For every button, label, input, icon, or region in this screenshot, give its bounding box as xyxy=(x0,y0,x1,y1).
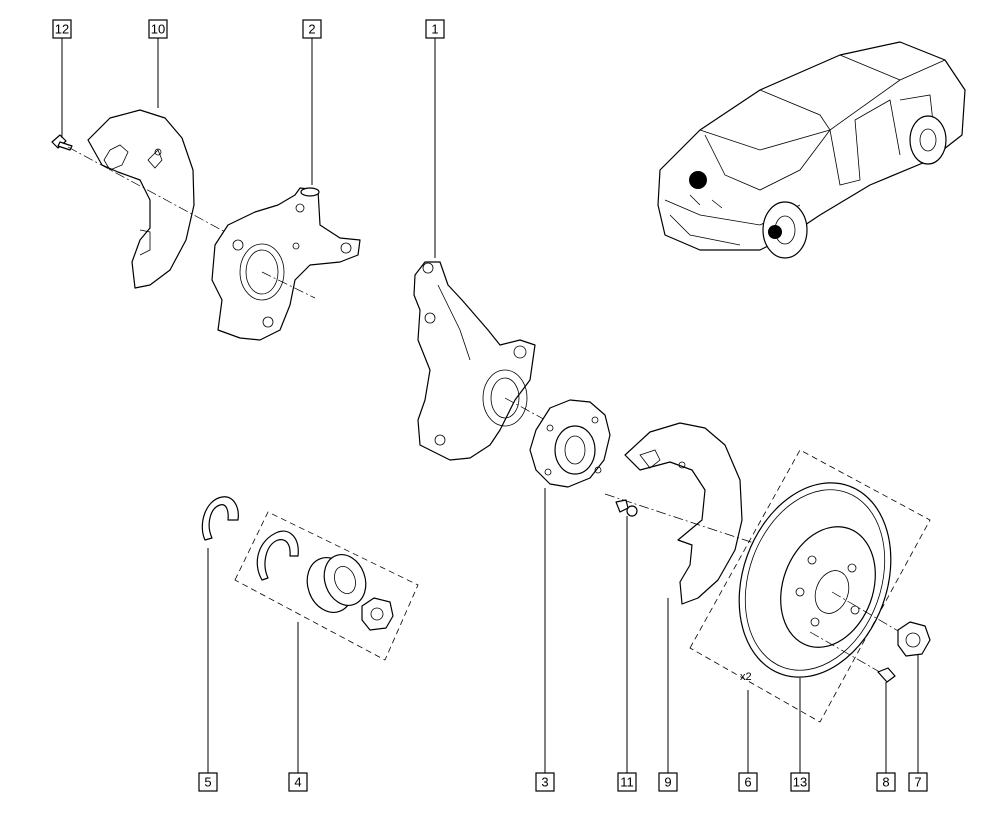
callout-10: 10 xyxy=(148,19,168,39)
svg-text:2: 2 xyxy=(308,22,315,37)
svg-text:8: 8 xyxy=(882,775,889,790)
dust-shield-lower xyxy=(624,422,743,605)
shield-bolt-lower xyxy=(615,499,638,517)
brake-disc xyxy=(738,482,892,678)
svg-text:9: 9 xyxy=(664,775,671,790)
callout-6: 6 xyxy=(738,772,758,792)
circlip-single xyxy=(201,496,239,541)
svg-text:6: 6 xyxy=(744,775,751,790)
svg-text:11: 11 xyxy=(620,775,634,790)
svg-text:4: 4 xyxy=(294,775,301,790)
dust-shield-upper xyxy=(87,109,195,289)
callout-1: 1 xyxy=(425,19,445,39)
callout-5: 5 xyxy=(198,772,218,792)
callout-7: 7 xyxy=(908,772,928,792)
callout-3: 3 xyxy=(535,772,555,792)
callout-2: 2 xyxy=(302,19,322,39)
callout-9: 9 xyxy=(658,772,678,792)
svg-text:1: 1 xyxy=(431,22,438,37)
svg-text:12: 12 xyxy=(55,22,69,37)
svg-text:3: 3 xyxy=(541,775,548,790)
wheel-hub xyxy=(529,399,611,488)
steering-knuckle-main xyxy=(413,261,536,461)
quantity-label: x2 xyxy=(740,671,752,683)
disc-screw xyxy=(877,667,896,683)
callout-4: 4 xyxy=(288,772,308,792)
steering-knuckle-upper xyxy=(211,187,361,341)
svg-text:13: 13 xyxy=(793,775,807,790)
svg-text:5: 5 xyxy=(204,775,211,790)
svg-text:7: 7 xyxy=(914,775,921,790)
hub-nut xyxy=(897,621,931,657)
shield-bolt-upper xyxy=(51,134,73,151)
callout-11: 11 xyxy=(617,772,637,792)
callout-8: 8 xyxy=(876,772,896,792)
callout-13: 13 xyxy=(790,772,810,792)
sedan-car-icon xyxy=(657,41,966,259)
bearing-kit xyxy=(234,511,419,661)
callout-12: 12 xyxy=(52,19,72,39)
svg-text:10: 10 xyxy=(151,22,165,37)
